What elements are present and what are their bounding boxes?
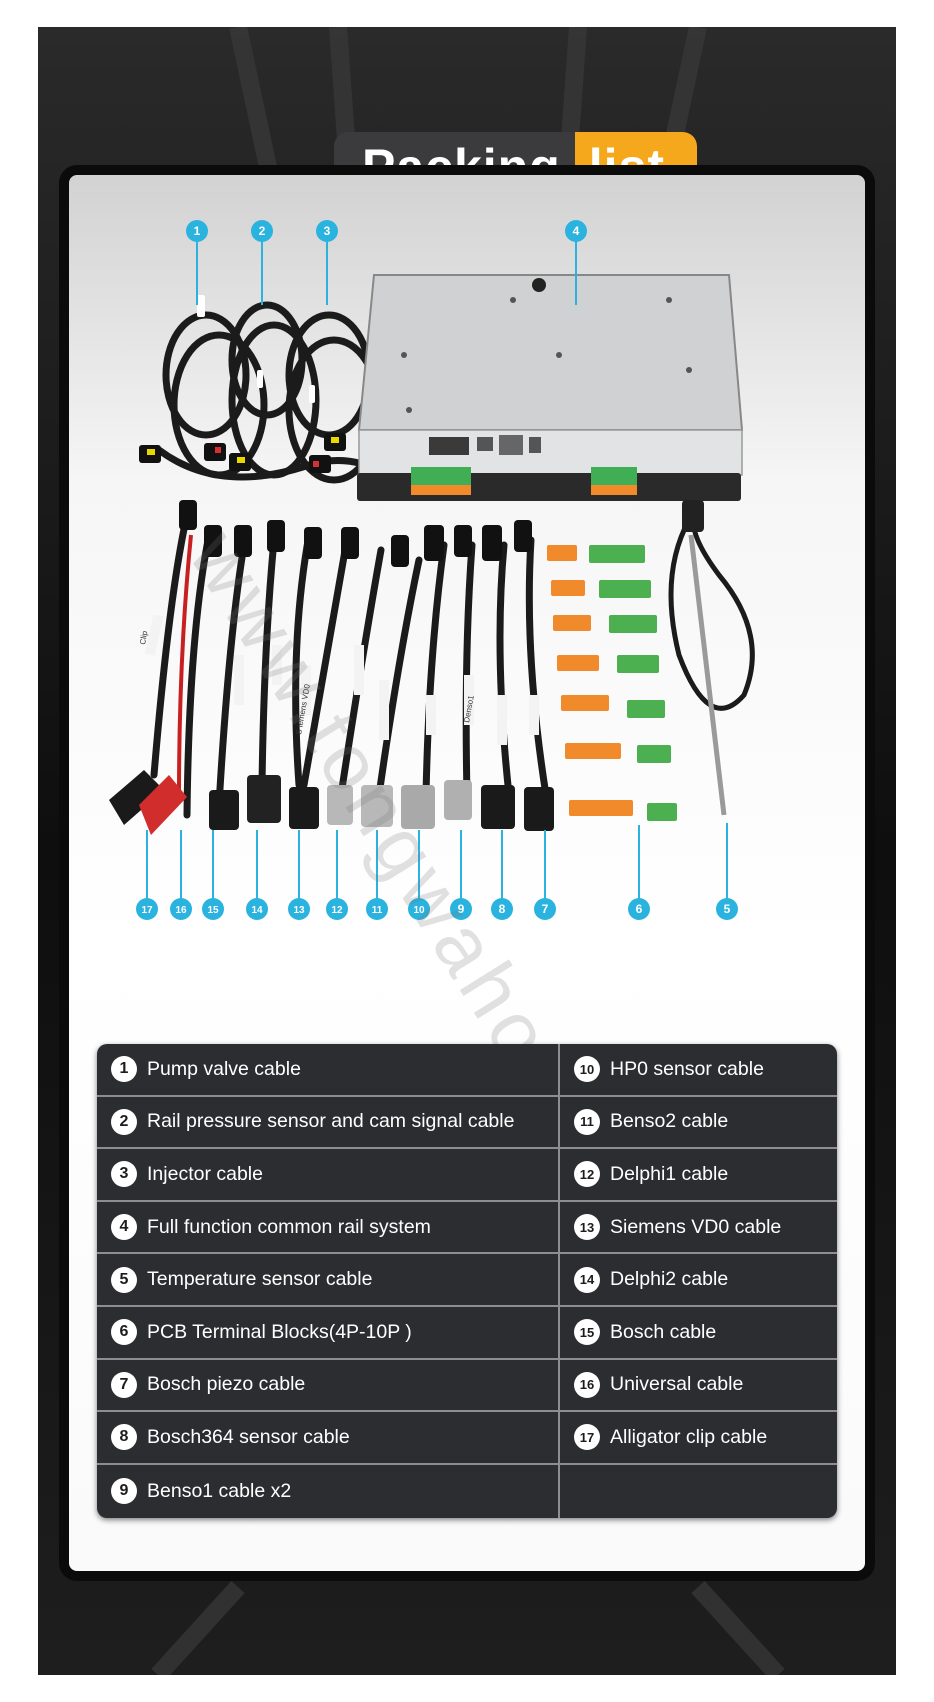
list-item: 12 Delphi1 cable <box>560 1149 837 1202</box>
item-number: 5 <box>111 1266 137 1293</box>
item-label: Full function common rail system <box>147 1215 431 1238</box>
cable-tag-clip: Clip <box>138 630 149 646</box>
item-number: 16 <box>574 1371 600 1398</box>
item-number: 4 <box>111 1214 137 1241</box>
callout-12: 12 <box>331 905 343 916</box>
callout-3: 3 <box>324 224 331 238</box>
column-divider <box>558 1044 560 1518</box>
item-number: 11 <box>574 1108 600 1135</box>
callout-markers <box>136 220 738 920</box>
product-panel: 1 2 3 4 5 6 7 8 9 10 11 12 13 14 15 16 1… <box>69 175 865 1571</box>
item-number: 7 <box>111 1371 137 1398</box>
item-label: Alligator clip cable <box>610 1425 768 1448</box>
item-label: Rail pressure sensor and cam signal cabl… <box>147 1110 515 1133</box>
item-label: Bosch cable <box>610 1320 717 1343</box>
callout-8: 8 <box>499 902 506 916</box>
item-number: 9 <box>111 1478 137 1505</box>
packing-list-table: 1 Pump valve cable 2 Rail pressure sensor … <box>97 1044 837 1518</box>
callout-5: 5 <box>724 902 731 916</box>
list-item: 6 PCB Terminal Blocks(4P-10P ) <box>97 1307 558 1360</box>
item-number: 3 <box>111 1161 137 1188</box>
callout-7: 7 <box>542 902 549 916</box>
list-item: 10 HP0 sensor cable <box>560 1044 837 1097</box>
item-label: Temperature sensor cable <box>147 1268 373 1291</box>
item-number: 6 <box>111 1319 137 1346</box>
callout-9: 9 <box>458 902 465 916</box>
item-label: Benso1 cable x2 <box>147 1479 292 1502</box>
item-number: 2 <box>111 1108 137 1135</box>
item-number: 14 <box>574 1266 600 1293</box>
list-item: 17 Alligator clip cable <box>560 1412 837 1465</box>
list-item: 9 Benso1 cable x2 <box>97 1465 558 1518</box>
item-number: 17 <box>574 1424 600 1451</box>
item-label: PCB Terminal Blocks(4P-10P ) <box>147 1320 412 1343</box>
item-label: Siemens VD0 cable <box>610 1215 782 1238</box>
list-item: 16 Universal cable <box>560 1360 837 1413</box>
list-item: 5 Temperature sensor cable <box>97 1254 558 1307</box>
alligator-clips <box>109 770 187 835</box>
list-item: 15 Bosch cable <box>560 1307 837 1360</box>
item-label: Injector cable <box>147 1162 263 1185</box>
item-label: Bosch364 sensor cable <box>147 1425 350 1448</box>
temperature-probe <box>668 500 755 816</box>
callout-11: 11 <box>372 905 383 916</box>
callout-10: 10 <box>413 905 425 916</box>
callout-17: 17 <box>141 905 153 916</box>
list-item: 4 Full function common rail system <box>97 1202 558 1255</box>
item-number: 12 <box>574 1161 600 1188</box>
callout-14: 14 <box>251 905 263 916</box>
list-item-empty <box>560 1465 837 1518</box>
item-label: Benso2 cable <box>610 1110 729 1133</box>
item-number: 8 <box>111 1424 137 1451</box>
list-item: 13 Siemens VD0 cable <box>560 1202 837 1255</box>
callout-1: 1 <box>194 224 201 238</box>
list-item: 8 Bosch364 sensor cable <box>97 1412 558 1465</box>
item-number: 10 <box>574 1056 600 1083</box>
callout-2: 2 <box>259 224 266 238</box>
list-item: 2 Rail pressure sensor and cam signal cab… <box>97 1097 558 1150</box>
item-label: Delphi2 cable <box>610 1268 729 1291</box>
item-label: Universal cable <box>610 1373 744 1396</box>
callout-6: 6 <box>636 902 643 916</box>
list-item: 14 Delphi2 cable <box>560 1254 837 1307</box>
item-label: Delphi1 cable <box>610 1162 729 1185</box>
list-item: 7 Bosch piezo cable <box>97 1360 558 1413</box>
item-number: 13 <box>574 1214 600 1241</box>
list-item: 11 Benso2 cable <box>560 1097 837 1150</box>
list-item: 1 Pump valve cable <box>97 1044 558 1097</box>
item-label: HP0 sensor cable <box>610 1057 764 1080</box>
callout-13: 13 <box>293 905 305 916</box>
item-number: 1 <box>111 1056 137 1083</box>
product-illustration: 1 2 3 4 5 6 7 8 9 10 11 12 13 14 15 16 1… <box>109 220 755 920</box>
terminal-blocks <box>547 545 677 821</box>
list-item: 3 Injector cable <box>97 1149 558 1202</box>
packing-list-left-column: 1 Pump valve cable 2 Rail pressure sensor … <box>97 1044 558 1517</box>
callout-16: 16 <box>175 905 187 916</box>
item-label: Pump valve cable <box>147 1057 301 1080</box>
control-box <box>357 274 744 501</box>
item-number: 15 <box>574 1319 600 1346</box>
callout-4: 4 <box>573 224 580 238</box>
item-label: Bosch piezo cable <box>147 1373 306 1396</box>
callout-15: 15 <box>207 905 219 916</box>
